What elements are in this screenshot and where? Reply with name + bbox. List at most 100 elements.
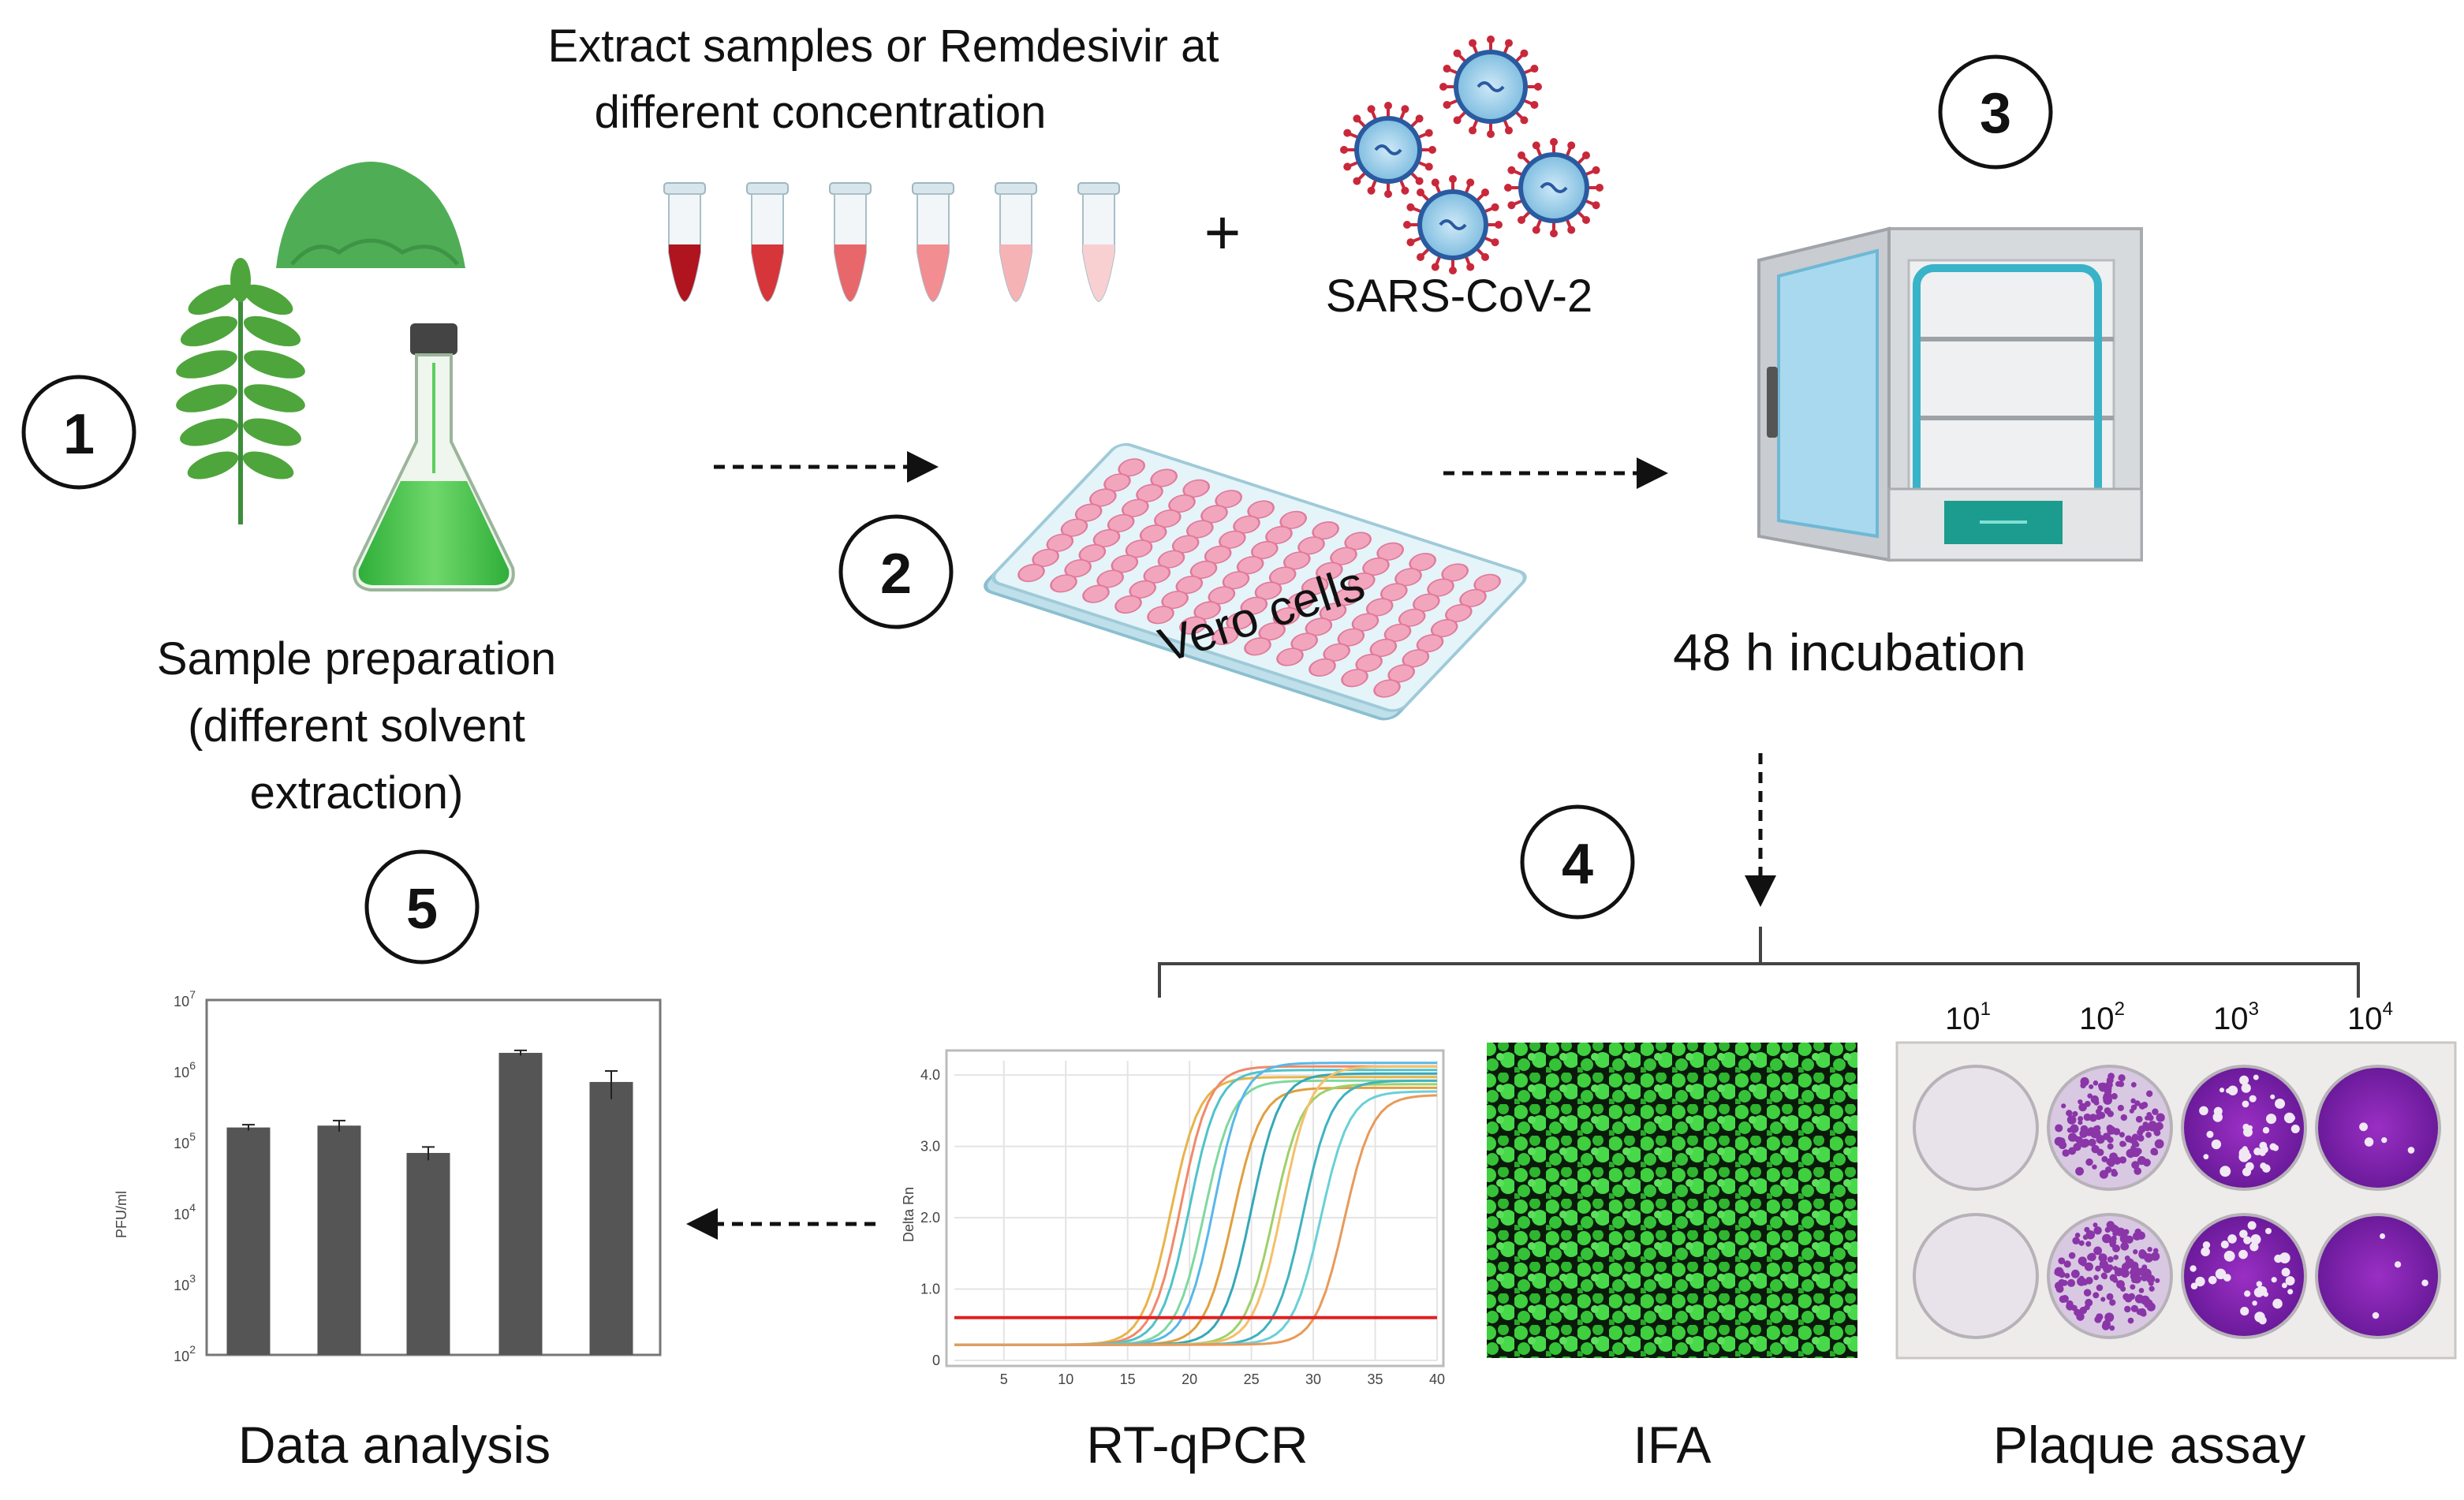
step-2-badge <box>838 514 954 629</box>
plate-well <box>1211 626 1239 646</box>
qpcr-y-tick: 1.0 <box>920 1282 940 1297</box>
treatment-title-line-1: Extract samples or Remdesivir at <box>548 21 1219 72</box>
bar-y-tick: 106 <box>174 1059 196 1080</box>
qpcr-y-axis-label: Delta Rn <box>901 1187 917 1242</box>
qpcr-x-tick: 30 <box>1305 1371 1321 1387</box>
plate-well <box>1276 647 1304 666</box>
dilution-label: 102 <box>2079 998 2125 1036</box>
plate-well <box>1244 637 1271 656</box>
plate-well <box>1082 584 1110 603</box>
step-1: 1 <box>21 162 556 819</box>
tube-1 <box>663 182 706 303</box>
virus-particles <box>1340 35 1603 274</box>
concentration-tubes <box>663 182 1120 303</box>
bar <box>317 1125 361 1355</box>
ifa-image <box>1487 1043 1857 1358</box>
dilution-label: 103 <box>2213 998 2259 1036</box>
qpcr-x-tick: 35 <box>1368 1371 1383 1387</box>
qpcr-y-tick: 0 <box>932 1353 940 1368</box>
plate-well <box>1147 606 1174 625</box>
qpcr-curve <box>954 1094 1438 1346</box>
ifa-label: IFA <box>1633 1416 1711 1474</box>
step-1-label-line-1: Sample preparation <box>157 633 556 685</box>
plaque-well <box>2047 1065 2173 1191</box>
well-plate-icon <box>984 442 1527 721</box>
plaque-well <box>2047 1213 2173 1339</box>
rtqpcr-chart: 5 10 15 20 25 30 35 40 0 1.0 2.0 3.0 4.0 Delta Rn <box>901 1049 1445 1387</box>
plaque-well <box>2315 1213 2441 1339</box>
qpcr-y-tick: 4.0 <box>920 1067 940 1083</box>
plaque-well <box>2315 1065 2441 1191</box>
step-4-number: 4 <box>1562 833 1593 896</box>
virus-icon-4 <box>1403 175 1503 274</box>
bar-y-tick: 103 <box>174 1272 196 1293</box>
bar-y-tick: 104 <box>174 1201 196 1222</box>
powder-heap-icon <box>276 162 465 268</box>
bar <box>498 1053 543 1355</box>
bar <box>406 1152 450 1355</box>
dilution-label: 101 <box>1945 998 1991 1036</box>
tube-3 <box>829 182 872 303</box>
step-4-badge <box>1520 804 1635 920</box>
step-1-label-line-2: (different solvent <box>188 700 525 752</box>
flask-icon <box>353 323 515 591</box>
virus-icon-1 <box>1340 102 1436 198</box>
tube-6 <box>1077 182 1120 303</box>
qpcr-x-tick: 5 <box>1000 1371 1008 1387</box>
virus-icon-3 <box>1504 138 1603 237</box>
plaque-well <box>1913 1065 2039 1191</box>
plate-well <box>1341 669 1368 688</box>
bar-y-tick: 107 <box>174 988 196 1009</box>
step-5-number: 5 <box>406 878 438 941</box>
step-5-badge <box>364 849 480 965</box>
bar-y-axis-label: PFU/ml <box>114 1191 129 1238</box>
tube-5 <box>995 182 1037 303</box>
plate-well <box>1017 563 1045 583</box>
bar <box>226 1127 271 1355</box>
step-5: 5 107 106 105 104 103 102 PFU/ml Data analysi… <box>114 849 662 1474</box>
step-1-number: 1 <box>63 403 95 466</box>
step-2: Extract samples or Remdesivir at differe… <box>548 21 1603 721</box>
incubator-icon <box>1757 226 2143 562</box>
step-1-label-line-3: extraction) <box>250 767 464 819</box>
step-1-badge <box>21 375 136 490</box>
step-3-badge <box>1938 54 2053 170</box>
step-3-number: 3 <box>1980 82 2011 145</box>
qpcr-x-tick: 40 <box>1429 1371 1445 1387</box>
plate-well <box>1179 616 1207 635</box>
treatment-title-line-2: different concentration <box>595 87 1047 138</box>
bar-y-tick: 102 <box>174 1343 196 1364</box>
plate-well <box>1373 679 1401 698</box>
qpcr-x-tick: 15 <box>1120 1371 1136 1387</box>
plate-well <box>1114 595 1142 614</box>
bar-y-tick: 105 <box>174 1130 196 1151</box>
tube-2 <box>746 182 789 303</box>
plant-leaf-icon <box>176 258 305 524</box>
virus-icon-2 <box>1439 35 1542 138</box>
bar <box>589 1081 633 1355</box>
plate-well <box>1050 574 1077 593</box>
plaque-assay-label: Plaque assay <box>1993 1416 2305 1474</box>
rtqpcr-label: RT-qPCR <box>1086 1416 1308 1474</box>
plus-sign: + <box>1204 197 1241 267</box>
virus-label: SARS-CoV-2 <box>1326 271 1592 322</box>
qpcr-y-tick: 3.0 <box>920 1139 940 1155</box>
plaque-well <box>2181 1213 2307 1339</box>
plaque-well <box>1913 1213 2039 1339</box>
step-2-number: 2 <box>880 543 912 606</box>
qpcr-x-tick: 25 <box>1244 1371 1260 1387</box>
plate-well <box>1309 658 1336 677</box>
plaque-well <box>2181 1065 2307 1191</box>
qpcr-y-tick: 2.0 <box>920 1210 940 1226</box>
qpcr-x-tick: 10 <box>1058 1371 1073 1387</box>
step-5-label: Data analysis <box>238 1416 551 1474</box>
step-3: 3 48 h incubation <box>1673 54 2143 681</box>
assay-bracket <box>1158 927 2360 998</box>
step-3-label: 48 h incubation <box>1673 623 2026 681</box>
qpcr-x-tick: 20 <box>1182 1371 1197 1387</box>
pfu-bar-chart: 107 106 105 104 103 102 PFU/ml <box>114 988 662 1364</box>
tube-4 <box>912 182 954 303</box>
